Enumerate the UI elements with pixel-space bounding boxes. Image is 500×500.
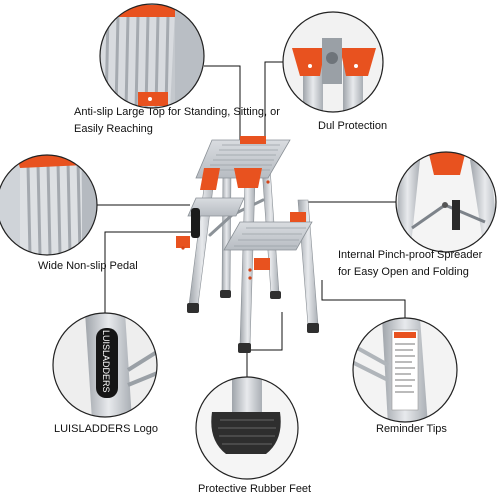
foot-front-mid (238, 343, 251, 353)
callout-ring (0, 154, 98, 256)
callout-ring (282, 11, 384, 113)
top-cap-right (234, 168, 262, 188)
callout-ring (195, 376, 299, 480)
leader-line-bottom-right (321, 280, 406, 318)
rear-leg-left (221, 169, 232, 293)
callout-ring (99, 3, 205, 109)
callout-ring (52, 312, 158, 418)
callout-bottom-right (352, 317, 458, 423)
callout-mid-right (395, 151, 497, 253)
pedal-cap-left (176, 236, 190, 248)
leader-line-bottom-left (104, 231, 205, 313)
foot-front-left (187, 303, 199, 313)
logo-sticker-text: LUISLADDERS (101, 330, 111, 393)
leader-lines (97, 61, 406, 377)
callout-ring (395, 151, 497, 253)
callout-bottom-center (195, 376, 299, 480)
leader-line-top-right (264, 61, 283, 142)
top-cap-left (200, 168, 220, 190)
step-ladder (176, 136, 319, 353)
callout-mid-left (0, 154, 98, 256)
caption-pinch-proof-spreader: Internal Pinch-proof Spreader for Easy O… (338, 249, 483, 278)
caption-rubber-feet: Protective Rubber Feet (198, 483, 312, 495)
caption-logo: LUISLADDERS Logo (54, 423, 158, 435)
callout-bottom-left: LUISLADDERS (52, 312, 158, 418)
middle-pedal (187, 197, 245, 217)
caption-reminder-tips: Reminder Tips (376, 423, 447, 435)
pedal-cap-right (254, 258, 270, 270)
foot-front-right (307, 323, 319, 333)
leader-line-top-left (204, 65, 241, 150)
leg-logo-sticker (191, 208, 200, 238)
foot-rear-right (270, 291, 281, 299)
callout-ring (352, 317, 458, 423)
front-leg-left (188, 171, 216, 306)
callout-top-left (99, 3, 205, 109)
caption-anti-slip-top: Anti-slip Large Top for Standing, Sittin… (74, 106, 280, 135)
caption-dual-protection: Dul Protection (318, 120, 388, 132)
callout-top-right (282, 11, 384, 113)
foot-rear-left (220, 290, 231, 298)
leader-line-bottom-center (246, 312, 283, 377)
front-leg-right (239, 179, 256, 346)
caption-non-slip-pedal: Wide Non-slip Pedal (38, 260, 138, 272)
lower-step (223, 221, 313, 251)
